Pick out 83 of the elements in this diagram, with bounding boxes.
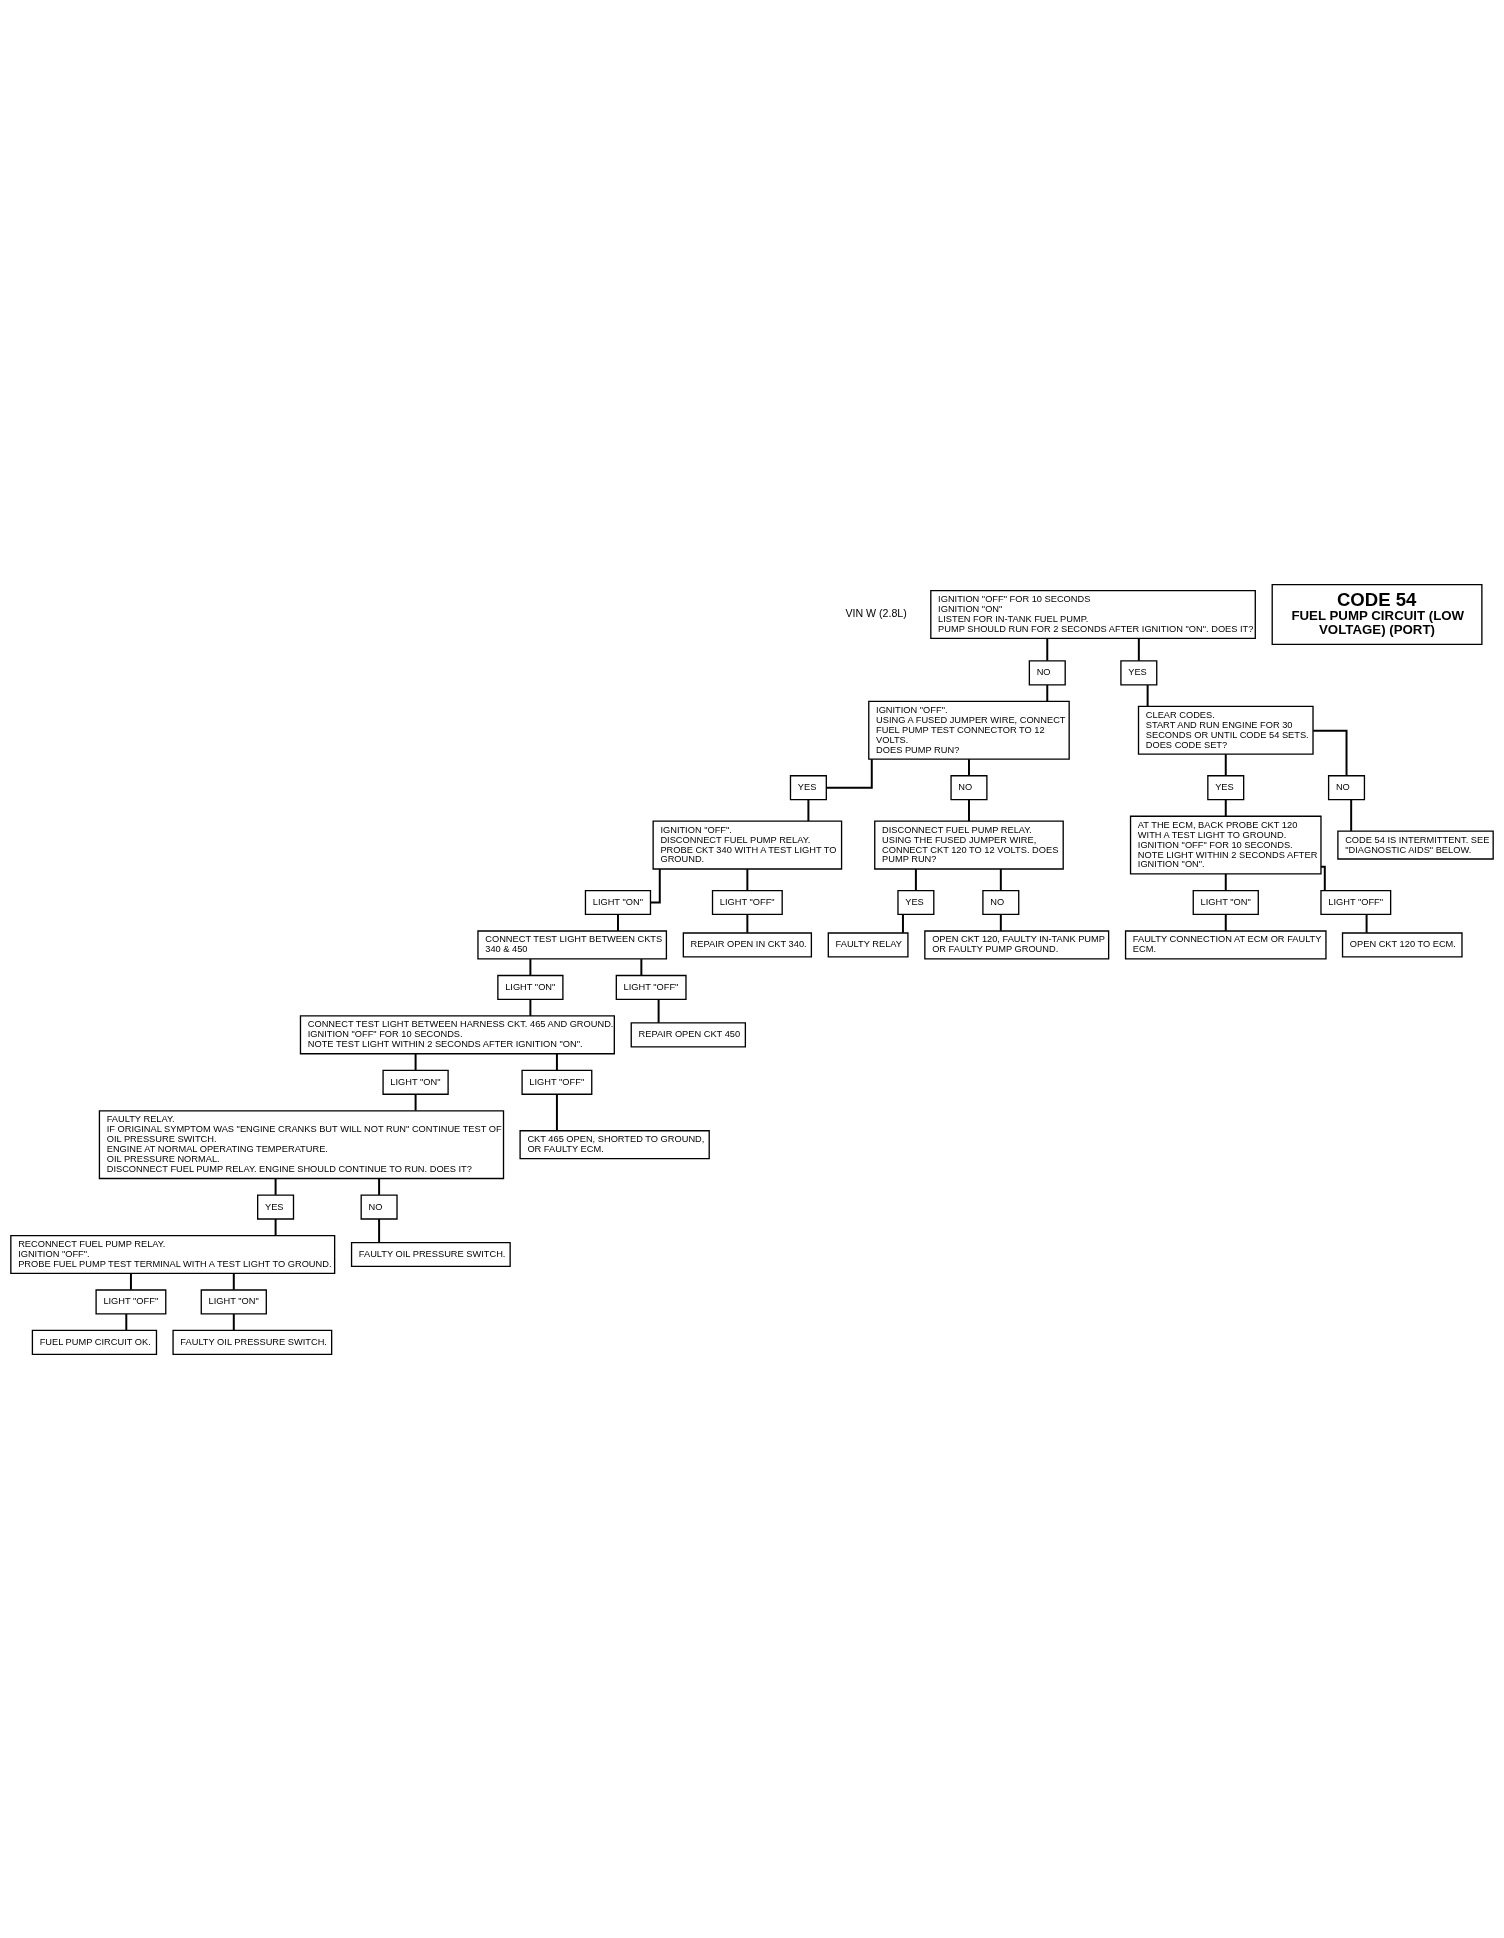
node-box: FAULTY RELAY bbox=[827, 931, 909, 958]
node-box: CODE 54 FUEL PUMP CIRCUIT (LOW VOLTAGE) (PORT) bbox=[1271, 583, 1483, 645]
node-box: NO bbox=[982, 889, 1020, 915]
connector bbox=[657, 997, 660, 1024]
node-box: IGNITION "OFF". DISCONNECT FUEL PUMP RELAY. PROBE CKT 340 WITH A TEST LIGHT TO GROUND. bbox=[652, 820, 843, 870]
node-box: FAULTY OIL PRESSURE SWITCH. bbox=[172, 1329, 333, 1355]
connector bbox=[1312, 729, 1348, 777]
connector bbox=[555, 1052, 558, 1071]
node-box: CONNECT TEST LIGHT BETWEEN HARNESS CKT. 465 AND GROUND. IGNITION "OFF" FOR 10 SECONDS. NOTE TEST LIGHT WITHIN 2 SECONDS AFTER IGNITION "ON". bbox=[299, 1014, 615, 1054]
node-box: LIGHT "OFF" bbox=[711, 889, 783, 915]
node-box: CKT 465 OPEN, SHORTED TO GROUND, OR FAULTY ECM. bbox=[519, 1129, 710, 1159]
connector bbox=[1224, 872, 1227, 891]
connector bbox=[274, 1217, 277, 1236]
connector bbox=[378, 1217, 381, 1243]
connector bbox=[232, 1272, 235, 1291]
connector bbox=[1224, 798, 1227, 817]
connector bbox=[529, 997, 532, 1017]
connector bbox=[1224, 752, 1227, 777]
connector bbox=[901, 913, 904, 934]
node-box: REPAIR OPEN CKT 450 bbox=[630, 1021, 747, 1047]
node-box: FUEL PUMP CIRCUIT OK. bbox=[31, 1329, 158, 1355]
node-box: NO bbox=[1327, 774, 1366, 800]
connector bbox=[825, 757, 873, 789]
connector bbox=[529, 957, 532, 976]
node-box: NO bbox=[360, 1193, 398, 1220]
connector bbox=[999, 867, 1002, 891]
connector bbox=[746, 913, 749, 934]
connector bbox=[1046, 636, 1049, 662]
node-box: LIGHT "ON" bbox=[1192, 889, 1259, 915]
node-box: FAULTY OIL PRESSURE SWITCH. bbox=[350, 1241, 511, 1267]
node-box: FAULTY RELAY. IF ORIGINAL SYMPTOM WAS "ENGINE CRANKS BUT WILL NOT RUN" CONTINUE TEST OF OIL PRESSURE SWITCH. ENGINE AT NORMAL OPERATING TEMPERATURE. OIL PRESSURE NORMAL. DISCONNECT FUEL PUMP RELAY. ENGINE SHOULD CONTINUE TO RUN. DOES IT? bbox=[98, 1109, 505, 1179]
connector bbox=[1365, 913, 1368, 934]
connector bbox=[274, 1177, 277, 1196]
node-box: FAULTY CONNECTION AT ECM OR FAULTY ECM. bbox=[1124, 929, 1327, 960]
node-box: LIGHT "ON" bbox=[200, 1288, 267, 1315]
label: VIN W (2.8L) bbox=[845, 606, 907, 619]
connector bbox=[1320, 865, 1326, 891]
connector bbox=[232, 1312, 235, 1331]
connector bbox=[807, 798, 810, 822]
node-box: OPEN CKT 120, FAULTY IN-TANK PUMP OR FAULTY PUMP GROUND. bbox=[924, 929, 1110, 960]
node-box: LIGHT "OFF" bbox=[521, 1069, 593, 1095]
connector bbox=[555, 1092, 558, 1132]
node-box: LIGHT "OFF" bbox=[615, 974, 687, 1000]
node-box: REPAIR OPEN IN CKT 340. bbox=[682, 931, 813, 958]
connector bbox=[616, 913, 619, 932]
connector bbox=[999, 913, 1002, 932]
connector bbox=[129, 1272, 132, 1291]
node-box: LIGHT "OFF" bbox=[1320, 889, 1392, 915]
node-box: IGNITION "OFF" FOR 10 SECONDS IGNITION "ON" LISTEN FOR IN-TANK FUEL PUMP. PUMP SHOULD RUN FOR 2 SECONDS AFTER IGNITION "ON". DOES IT? bbox=[930, 589, 1256, 639]
connector bbox=[1146, 683, 1149, 707]
node-box: CLEAR CODES. START AND RUN ENGINE FOR 30 SECONDS OR UNTIL CODE 54 SETS. DOES CODE SET? bbox=[1137, 705, 1314, 755]
connector bbox=[967, 798, 970, 822]
node-box: OPEN CKT 120 TO ECM. bbox=[1341, 931, 1463, 958]
connector bbox=[1224, 913, 1227, 932]
node-box: LIGHT "OFF" bbox=[95, 1288, 167, 1315]
node-box: LIGHT "ON" bbox=[382, 1069, 449, 1095]
connector bbox=[746, 867, 749, 891]
node-box: NO bbox=[950, 774, 988, 800]
connector bbox=[1046, 683, 1049, 702]
node-box: RECONNECT FUEL PUMP RELAY. IGNITION "OFF". PROBE FUEL PUMP TEST TERMINAL WITH A TEST LIGHT TO GROUND. bbox=[10, 1234, 336, 1274]
node-box: CONNECT TEST LIGHT BETWEEN CKTS 340 & 450 bbox=[477, 929, 668, 960]
connector bbox=[640, 957, 643, 976]
node-box: YES bbox=[1207, 774, 1245, 800]
node-box: YES bbox=[257, 1193, 295, 1220]
connector bbox=[414, 1092, 417, 1112]
node-box: YES bbox=[789, 774, 827, 800]
connector bbox=[378, 1177, 381, 1196]
node-box: CODE 54 IS INTERMITTENT. SEE "DIAGNOSTIC AIDS" BELOW. bbox=[1337, 830, 1494, 860]
node-box: LIGHT "ON" bbox=[584, 889, 652, 915]
connector bbox=[125, 1312, 128, 1331]
node-box: IGNITION "OFF". USING A FUSED JUMPER WIRE, CONNECT FUEL PUMP TEST CONNECTOR TO 12 VOLTS. DOES PUMP RUN? bbox=[868, 700, 1070, 760]
connector bbox=[967, 757, 970, 777]
node-box: YES bbox=[897, 889, 935, 915]
connector bbox=[914, 867, 917, 891]
connector bbox=[1350, 798, 1353, 832]
node-box: AT THE ECM, BACK PROBE CKT 120 WITH A TEST LIGHT TO GROUND. IGNITION "OFF" FOR 10 SECONDS. NOTE LIGHT WITHIN 2 SECONDS AFTER IGNITION "ON". bbox=[1129, 815, 1322, 875]
node-box: DISCONNECT FUEL PUMP RELAY. USING THE FUSED JUMPER WIRE, CONNECT CKT 120 TO 12 VOLTS. DOES PUMP RUN? bbox=[874, 820, 1064, 870]
node-box: YES bbox=[1120, 659, 1158, 685]
connector bbox=[1137, 636, 1140, 662]
connector bbox=[414, 1052, 417, 1071]
connector bbox=[649, 867, 661, 903]
node-box: LIGHT "ON" bbox=[497, 974, 564, 1000]
node-box: NO bbox=[1028, 659, 1066, 685]
